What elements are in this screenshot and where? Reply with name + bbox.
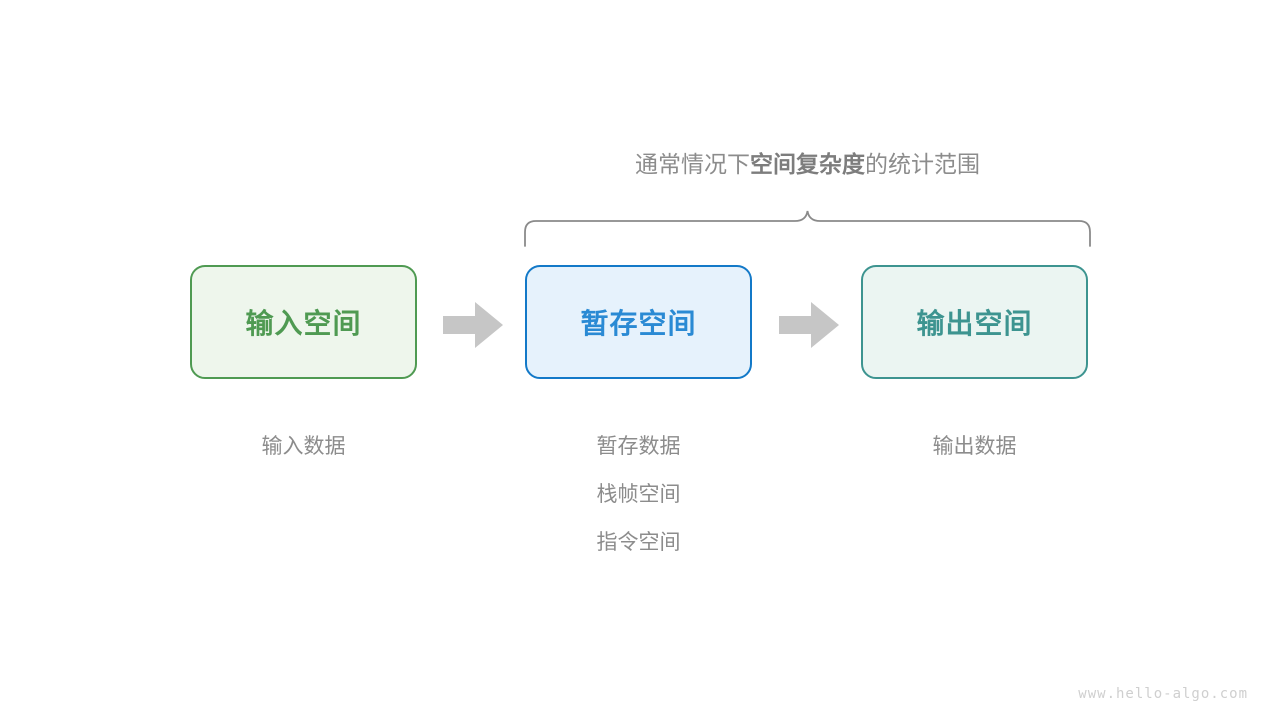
sublabel: 输入数据 bbox=[261, 435, 346, 458]
sublabels-output-column: 输出数据 bbox=[861, 423, 1088, 471]
scope-caption: 通常情况下空间复杂度的统计范围 bbox=[525, 147, 1090, 181]
box-output-space[interactable]: 输出空间 bbox=[861, 265, 1088, 379]
sublabel: 栈帧空间 bbox=[596, 483, 681, 506]
box-temporary-space-label: 暂存空间 bbox=[580, 308, 697, 339]
right-arrow-icon bbox=[443, 302, 503, 348]
right-arrow-icon bbox=[779, 302, 839, 348]
watermark: www.hello-algo.com bbox=[1078, 686, 1248, 702]
scope-caption-prefix: 通常情况下 bbox=[635, 151, 750, 177]
box-input-space[interactable]: 输入空间 bbox=[190, 265, 417, 379]
sublabel: 指令空间 bbox=[596, 531, 681, 554]
scope-caption-emphasis: 空间复杂度 bbox=[750, 151, 865, 177]
sublabels-temporary-column: 暂存数据 栈帧空间 指令空间 bbox=[525, 423, 752, 567]
sublabel: 暂存数据 bbox=[596, 435, 681, 458]
sublabel: 输出数据 bbox=[932, 435, 1017, 458]
sublabels-input-column: 输入数据 bbox=[190, 423, 417, 471]
box-input-space-label: 输入空间 bbox=[245, 308, 362, 339]
box-output-space-label: 输出空间 bbox=[916, 308, 1033, 339]
box-temporary-space[interactable]: 暂存空间 bbox=[525, 265, 752, 379]
scope-caption-suffix: 的统计范围 bbox=[865, 151, 980, 177]
